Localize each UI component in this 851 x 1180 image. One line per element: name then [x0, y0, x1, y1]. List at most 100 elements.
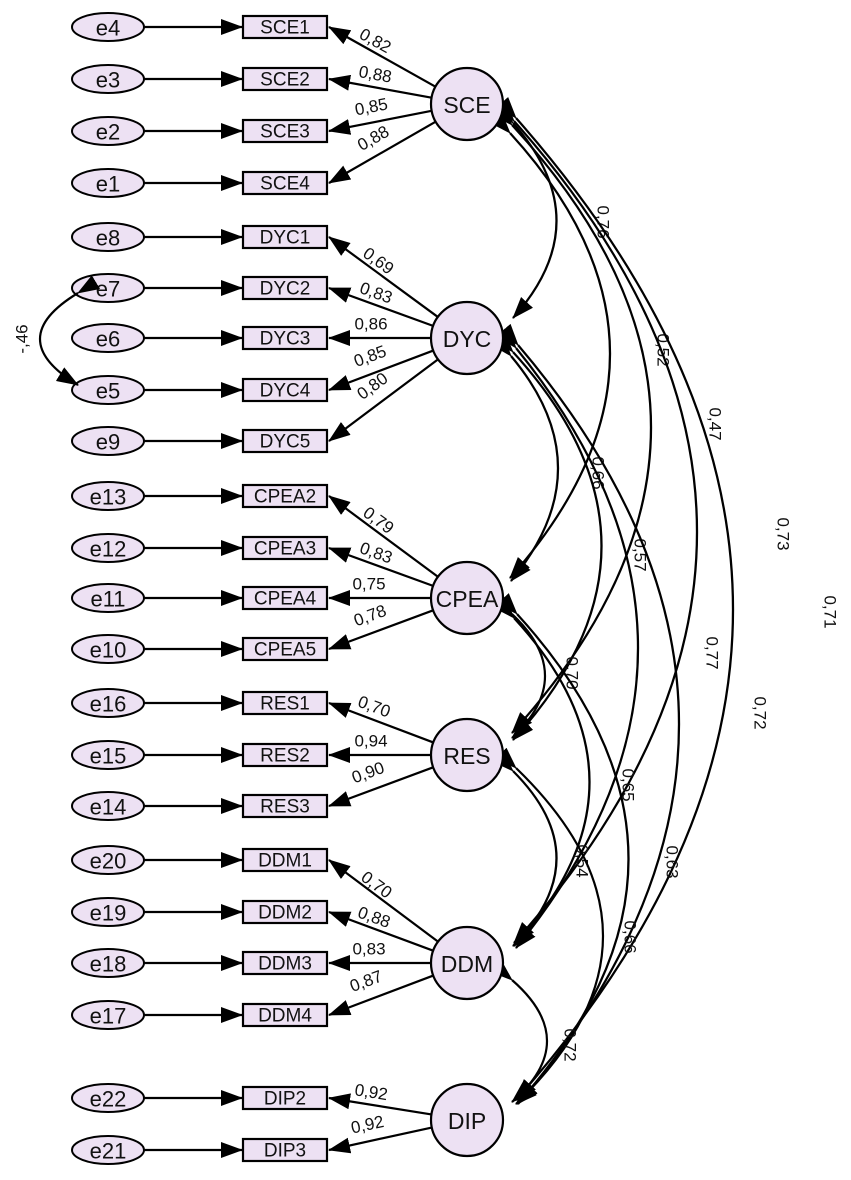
correlation-arrow: [492, 331, 603, 741]
loading-label: 0,88: [355, 903, 393, 932]
error-covariance-arrow: [39, 275, 101, 386]
error-label: e11: [90, 587, 125, 612]
error-label: e19: [90, 901, 127, 926]
indicator-box: [241, 275, 329, 301]
indicator-label: DIP3: [264, 1141, 306, 1162]
error-ellipse: [71, 12, 145, 42]
indicator-label: CPEA3: [254, 539, 316, 560]
correlation-label: 0,73: [774, 517, 793, 550]
indicator-box: [241, 585, 329, 611]
indicator-label: RES2: [260, 746, 310, 767]
correlation-arrow: [496, 593, 630, 1105]
error-label: e10: [90, 638, 127, 663]
error-ellipse: [71, 1000, 145, 1030]
loading-label: 0,92: [349, 1112, 385, 1138]
error-label: e13: [90, 485, 127, 510]
loading-arrow: [328, 609, 434, 651]
loading-arrow: [328, 349, 434, 392]
correlation-arrow: [491, 104, 653, 734]
indicator-label: DYC2: [260, 279, 311, 300]
correlation-label: 0,66: [621, 920, 640, 953]
latent-label: SCE: [443, 92, 490, 118]
loading-label: 0,94: [354, 732, 387, 751]
indicator-label: DDM2: [258, 903, 312, 924]
indicator-box: [241, 899, 329, 925]
indicator-box: [241, 636, 329, 662]
latent-circle: [429, 717, 505, 793]
latent-circle: [429, 925, 505, 1001]
loading-arrow: [328, 74, 432, 99]
indicator-box: [241, 1002, 329, 1028]
error-label: e6: [96, 327, 120, 352]
error-label: e15: [90, 744, 127, 769]
error-covariance-label: -,46: [13, 324, 32, 353]
correlation-label: 0,72: [561, 1028, 580, 1061]
latent-label: CPEA: [436, 586, 499, 612]
loading-arrow: [328, 236, 439, 318]
indicator-label: RES3: [260, 797, 310, 818]
indicator-box: [241, 742, 329, 768]
correlation-layer: 0,760,520,470,730,710,660,570,770,720,70…: [489, 96, 840, 1105]
indicator-box: [241, 483, 329, 509]
error-ellipse: [71, 897, 145, 927]
loading-arrow: [328, 286, 434, 327]
loading-label: 0,75: [352, 575, 385, 594]
correlation-arrow: [493, 597, 591, 947]
loading-arrow: [328, 910, 434, 952]
error-ellipse: [71, 740, 145, 770]
indicator-label: SCE3: [260, 122, 310, 143]
error-label: e21: [90, 1139, 127, 1164]
correlation-label: 0,72: [751, 696, 770, 729]
error-ellipse: [71, 64, 145, 94]
latent-circle: [429, 560, 505, 636]
correlation-arrow: [494, 99, 699, 944]
loading-label: 0,83: [352, 940, 385, 959]
error-ellipse: [71, 791, 145, 821]
latent-circle: [429, 66, 505, 142]
indicator-box: [241, 14, 329, 40]
loading-label: 0,88: [357, 62, 393, 87]
correlation-label: 0,71: [821, 595, 840, 628]
indicator-box: [241, 535, 329, 561]
indicator-label: DDM1: [258, 851, 312, 872]
indicator-box: [241, 793, 329, 819]
correlation-label: 0,54: [573, 844, 592, 877]
latent-label: DIP: [448, 1108, 486, 1134]
correlation-arrow: [496, 96, 734, 1101]
loading-arrow: [328, 358, 439, 442]
loading-arrow: [328, 766, 434, 808]
latent-label: RES: [443, 743, 490, 769]
indicator-box: [241, 118, 329, 144]
indicator-box: [241, 325, 329, 351]
loading-layer: 0,820,880,850,880,690,830,860,850,800,79…: [328, 25, 439, 1154]
loading-arrow: [328, 546, 434, 587]
indicator-box: [241, 428, 329, 454]
error-label: e14: [90, 795, 127, 820]
latent-label: DYC: [443, 326, 492, 352]
correlation-arrow: [491, 593, 546, 739]
error-label: e12: [90, 537, 127, 562]
error-ellipse: [71, 948, 145, 978]
error-label: e5: [96, 379, 120, 404]
indicator-box: [241, 377, 329, 403]
loading-label: 0,85: [353, 94, 389, 119]
error-ellipse: [71, 222, 145, 252]
correlation-arrow: [492, 750, 558, 947]
correlation-arrow: [490, 960, 548, 1103]
error-label: e18: [90, 952, 127, 977]
indicator-box: [241, 224, 329, 250]
indicator-label: DDM4: [258, 1006, 312, 1027]
correlation-label: 0,76: [594, 205, 613, 238]
error-label: e8: [96, 226, 120, 251]
error-ellipse: [71, 168, 145, 198]
indicator-box: [241, 950, 329, 976]
loading-label: 0,70: [358, 867, 396, 902]
indicator-layer: SCE1SCE2SCE3SCE4DYC1DYC2DYC3DYC4DYC5CPEA…: [241, 14, 329, 1163]
loading-arrow: [328, 120, 437, 184]
indicator-label: CPEA5: [254, 640, 316, 661]
correlation-label: 0,65: [619, 768, 638, 801]
error-label: e3: [96, 68, 120, 93]
indicator-label: CPEA2: [254, 487, 316, 508]
loading-label: 0,83: [357, 538, 395, 567]
indicator-box: [241, 66, 329, 92]
